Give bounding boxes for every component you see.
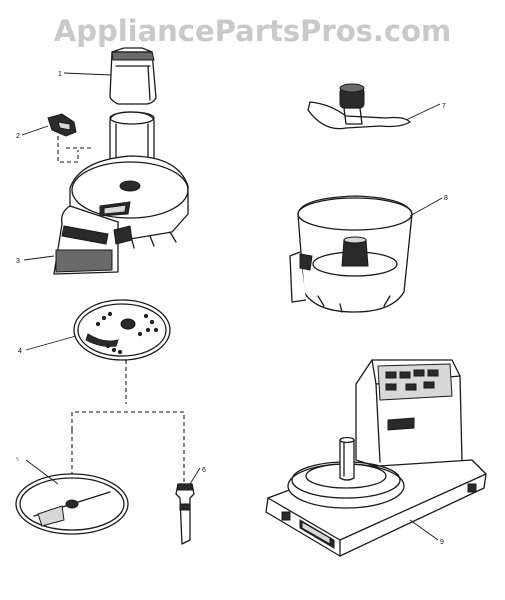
work-bowl-part	[289, 195, 413, 313]
motor-base-part	[265, 359, 487, 557]
callout-4: 4	[18, 348, 22, 355]
callout-3: 3	[16, 258, 20, 265]
callout-8: 8	[444, 195, 448, 202]
latch-part	[47, 113, 77, 137]
slicing-disc-part	[73, 299, 171, 361]
callout-9: 9	[440, 539, 444, 546]
callout-1: 1	[58, 71, 62, 78]
cover-part	[53, 111, 189, 275]
callout-6: 6	[202, 467, 206, 474]
callout-2: 2	[16, 133, 20, 140]
chopping-blade-part	[307, 83, 411, 130]
callout-5-mark: ⁵	[16, 457, 19, 464]
disc-stem-part	[175, 483, 195, 545]
large-disc-part	[15, 473, 129, 535]
food-pusher-part	[109, 47, 157, 105]
callout-7: 7	[442, 103, 446, 110]
